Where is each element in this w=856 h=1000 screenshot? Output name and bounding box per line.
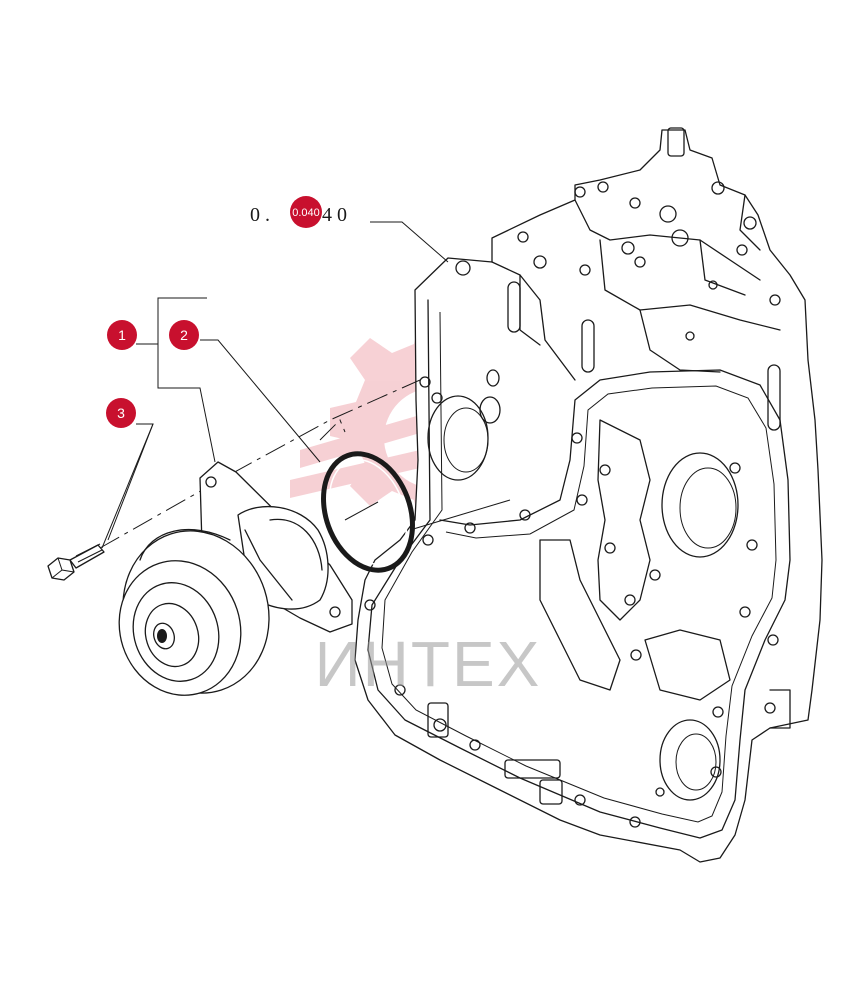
water-pump (118, 461, 353, 696)
reference-prefix: 0 . (250, 204, 270, 226)
hex-bolt (47, 543, 105, 581)
engine-front-cover (354, 127, 823, 863)
callout-3-label: 3 (117, 405, 125, 421)
callout-2: 2 (169, 320, 199, 350)
reference-suffix: 4 0 (322, 204, 347, 226)
callout-2-label: 2 (180, 327, 188, 343)
watermark-text: ИНТЕХ (315, 628, 542, 700)
callout-1-label: 1 (118, 327, 126, 343)
callout-1: 1 (107, 320, 137, 350)
o-ring-seal (321, 451, 415, 573)
section-reference: 0 . 0.040 4 0 (250, 196, 347, 228)
leader-lines (101, 221, 449, 549)
callout-3: 3 (106, 398, 136, 428)
reference-badge: 0.040 (292, 207, 320, 219)
assembly-centerlines (99, 379, 511, 549)
